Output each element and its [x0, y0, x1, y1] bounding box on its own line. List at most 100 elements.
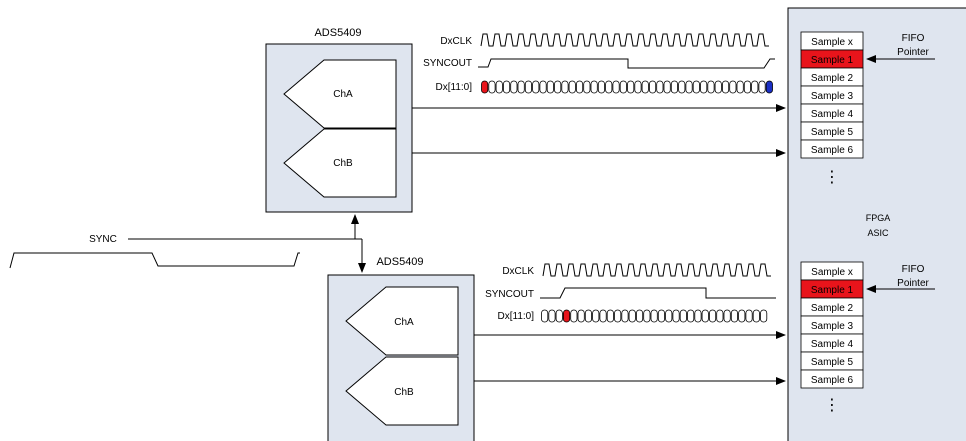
- data-bus-cell: [563, 309, 571, 323]
- data-bus-cell: [605, 80, 613, 94]
- data-bus-cell: [738, 309, 746, 323]
- data-bus-cell: [760, 309, 768, 323]
- data-bus-cell: [678, 80, 686, 94]
- top-clk-waveform: [480, 33, 769, 47]
- fifo-bottom-ellipsis: ⋮: [824, 397, 840, 414]
- data-bus-cell: [730, 309, 738, 323]
- data-bus-cell: [599, 309, 607, 323]
- fifo-sample-label: Sample 4: [811, 109, 854, 120]
- top-data-bus: [481, 80, 773, 94]
- bottom-clk-waveform: [542, 263, 771, 277]
- data-bus-cell: [576, 80, 584, 94]
- fifo-sample-label: Sample x: [811, 267, 853, 278]
- data-bus-cell: [752, 309, 760, 323]
- data-bus-cell: [621, 309, 629, 323]
- adc-bottom-cha-label: ChA: [394, 317, 414, 328]
- fifo-sample-label: Sample 3: [811, 321, 854, 332]
- data-bus-cell: [663, 80, 671, 94]
- data-bus-cell: [649, 80, 657, 94]
- data-bus-cell: [548, 309, 556, 323]
- data-bus-cell: [590, 80, 598, 94]
- fifo-sample-label: Sample 4: [811, 339, 854, 350]
- top-clk-label: DxCLK: [440, 36, 472, 47]
- data-bus-cell: [606, 309, 614, 323]
- data-bus-cell: [641, 80, 649, 94]
- fifo-sample-label: Sample 6: [811, 375, 854, 386]
- data-bus-cell: [502, 80, 511, 94]
- data-bus-cell: [524, 80, 532, 94]
- fifo-cell: [800, 139, 864, 159]
- data-bus-cell: [584, 309, 592, 323]
- data-bus-cell: [743, 80, 751, 94]
- fifo-bottom-pointer-line2: Pointer: [897, 278, 929, 289]
- data-bus-cell: [554, 80, 562, 94]
- data-bus-cell: [700, 80, 708, 94]
- adc-top-title: ADS5409: [314, 27, 361, 39]
- asic-label: ASIC: [867, 228, 889, 238]
- data-bus-cell: [592, 309, 600, 323]
- top-syncout-line: [478, 58, 775, 69]
- data-bus-cell: [656, 80, 664, 94]
- data-bus-cell: [665, 309, 673, 323]
- data-bus-cell: [568, 80, 576, 94]
- sync-label: SYNC: [89, 234, 117, 245]
- fifo-sample-label: Sample 6: [811, 145, 854, 156]
- bottom-data-label: Dx[11:0]: [498, 311, 535, 322]
- data-bus-cell: [614, 309, 622, 323]
- data-bus-cell: [532, 80, 540, 94]
- data-bus-cell: [670, 80, 678, 94]
- data-bus-cell: [561, 80, 569, 94]
- adc-bottom-cha-shape: [345, 286, 459, 356]
- data-bus-cell: [577, 309, 585, 323]
- fifo-sample-label: Sample 1: [811, 55, 854, 66]
- data-bus-cell: [546, 80, 554, 94]
- fifo-top-pointer-line1: FIFO: [902, 33, 925, 44]
- adc-bottom-chb-shape: [345, 356, 459, 426]
- data-bus-cell: [619, 80, 627, 94]
- fifo-top-pointer-line2: Pointer: [897, 47, 929, 58]
- data-bus-cell: [643, 309, 651, 323]
- data-bus-cell: [488, 80, 496, 94]
- fifo-sample-label: Sample x: [811, 37, 853, 48]
- data-bus-cell: [709, 309, 717, 323]
- adc-bottom-title: ADS5409: [376, 256, 423, 268]
- data-bus-cell: [729, 80, 737, 94]
- data-bus-cell: [723, 309, 731, 323]
- data-bus-cell: [694, 309, 702, 323]
- data-bus-cell: [751, 80, 759, 94]
- data-bus-cell: [657, 309, 665, 323]
- data-bus-cell: [612, 80, 620, 94]
- adc-top-chb-label: ChB: [333, 158, 353, 169]
- data-bus-cell: [628, 309, 636, 323]
- fpga-label: FPGA: [866, 213, 891, 223]
- data-bus-cell: [495, 80, 503, 94]
- data-bus-cell: [510, 80, 518, 94]
- adc-top-cha-shape: [283, 59, 397, 129]
- fifo-cell: [800, 369, 864, 389]
- data-bus-cell: [672, 309, 680, 323]
- data-bus-cell: [539, 80, 547, 94]
- data-bus-cell: [650, 309, 658, 323]
- data-bus-cell: [701, 309, 709, 323]
- data-bus-cell: [714, 80, 722, 94]
- data-bus-cell: [758, 80, 766, 94]
- data-bus-cell: [517, 80, 525, 94]
- bottom-syncout-label: SYNCOUT: [485, 289, 534, 300]
- data-bus-cell: [736, 80, 744, 94]
- adc-top-cha-label: ChA: [333, 89, 353, 100]
- fifo-sample-label: Sample 5: [811, 127, 854, 138]
- data-bus-cell: [687, 309, 695, 323]
- data-bus-cell: [679, 309, 687, 323]
- fifo-sample-label: Sample 2: [811, 303, 854, 314]
- data-bus-cell: [555, 309, 563, 323]
- data-bus-cell: [583, 80, 591, 94]
- data-bus-cell: [541, 309, 549, 323]
- top-data-label: Dx[11:0]: [436, 82, 473, 93]
- fifo-top-ellipsis: ⋮: [824, 169, 840, 186]
- bottom-data-bus: [541, 309, 768, 323]
- data-bus-cell: [636, 309, 644, 323]
- data-bus-cell: [481, 80, 489, 94]
- data-bus-cell: [634, 80, 642, 94]
